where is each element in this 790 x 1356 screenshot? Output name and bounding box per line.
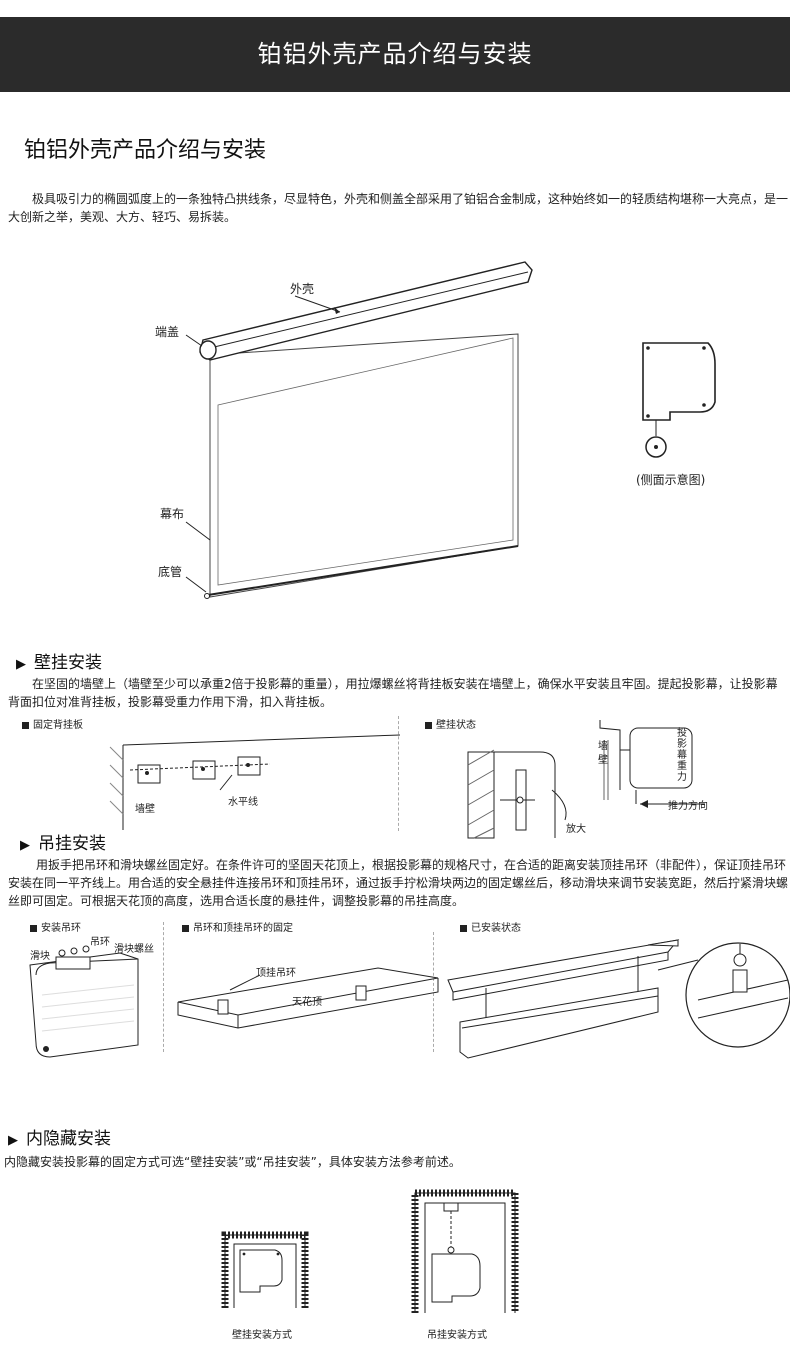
label-bottom-bar: 底管 [158,565,183,579]
hang-fig1-screw-label: 滑块螺丝 [114,944,154,955]
hidden-text: 内隐藏安装投影幕的固定方式可选“壁挂安装”或“吊挂安装”，具体安装方法参考前述。 [4,1155,461,1169]
hang-fig1-ring-label: 吊环 [90,937,110,948]
hidden-wall-diagram [221,1231,309,1308]
section-title-hidden: ▶内隐藏安装 [8,1129,111,1149]
wall-fig1-level-label: 水平线 [228,797,258,808]
hang-fig2-ceiling-label: 天花顶 [292,997,322,1008]
hang-fig1-title: 安装吊环 [30,919,81,934]
hang-text: 用扳手把吊环和滑块螺丝固定好。在条件许可的坚固天花顶上，根据投影幕的规格尺寸，在… [8,858,789,908]
label-endcap: 端盖 [155,325,180,339]
wall-fig2-push-label: 推力方向 [668,801,708,812]
wall-fig1-title: 固定背挂板 [22,716,83,731]
section-title-intro: 铂铝外壳产品介绍与安装 [24,138,267,163]
square-bullet-icon [182,924,189,932]
wall-fig2-enlarge-label: 放大 [566,824,586,835]
hang-fig2-diagram [177,967,439,1029]
wall-fig2-title: 壁挂状态 [425,716,476,731]
hang-fig3-title: 已安装状态 [460,919,521,934]
triangle-bullet-icon: ▶ [16,657,26,672]
wall-fig2-diagram [467,720,705,839]
page-banner: 铂铝外壳产品介绍与安装 [0,17,790,92]
side-view-caption: (侧面示意图) [636,473,706,487]
square-bullet-icon [22,721,29,729]
wall-fig2-wall-label: 墙壁 [598,741,608,766]
hidden-wall-caption: 壁挂安装方式 [232,1330,292,1341]
screen-diagram [185,261,716,599]
divider [163,922,164,1052]
triangle-bullet-icon: ▶ [20,838,30,853]
label-screen: 幕布 [160,507,185,521]
wall-fig2-gravity-label: 投影幕重力 [677,728,687,783]
divider [398,716,399,831]
section-title-wall: ▶壁挂安装 [16,653,102,673]
intro-text: 极具吸引力的椭圆弧度上的一条独特凸拱线条，尽显特色，外壳和侧盖全部采用了铂铝合金… [8,192,789,224]
hang-fig1-diagram [29,945,139,1058]
divider [433,932,434,1052]
square-bullet-icon [460,924,467,932]
hang-fig2-title: 吊环和顶挂吊环的固定 [182,919,293,934]
triangle-bullet-icon: ▶ [8,1133,18,1148]
wall-fig1-wall-label: 墙壁 [135,804,155,815]
hidden-hang-caption: 吊挂安装方式 [427,1330,487,1341]
wall-text: 在坚固的墙壁上（墙壁至少可以承重2倍于投影幕的重量），用拉爆螺丝将背挂板安装在墙… [8,677,778,709]
section-title-hang: ▶吊挂安装 [20,834,106,854]
hang-fig1-slider-label: 滑块 [30,951,50,962]
square-bullet-icon [30,924,37,932]
square-bullet-icon [425,721,432,729]
hang-fig3-diagram [447,939,790,1059]
label-shell: 外壳 [290,282,315,296]
hidden-hang-diagram [411,1189,519,1313]
wall-fig1-diagram [109,734,401,830]
hang-fig2-ring-label: 顶挂吊环 [256,968,296,979]
